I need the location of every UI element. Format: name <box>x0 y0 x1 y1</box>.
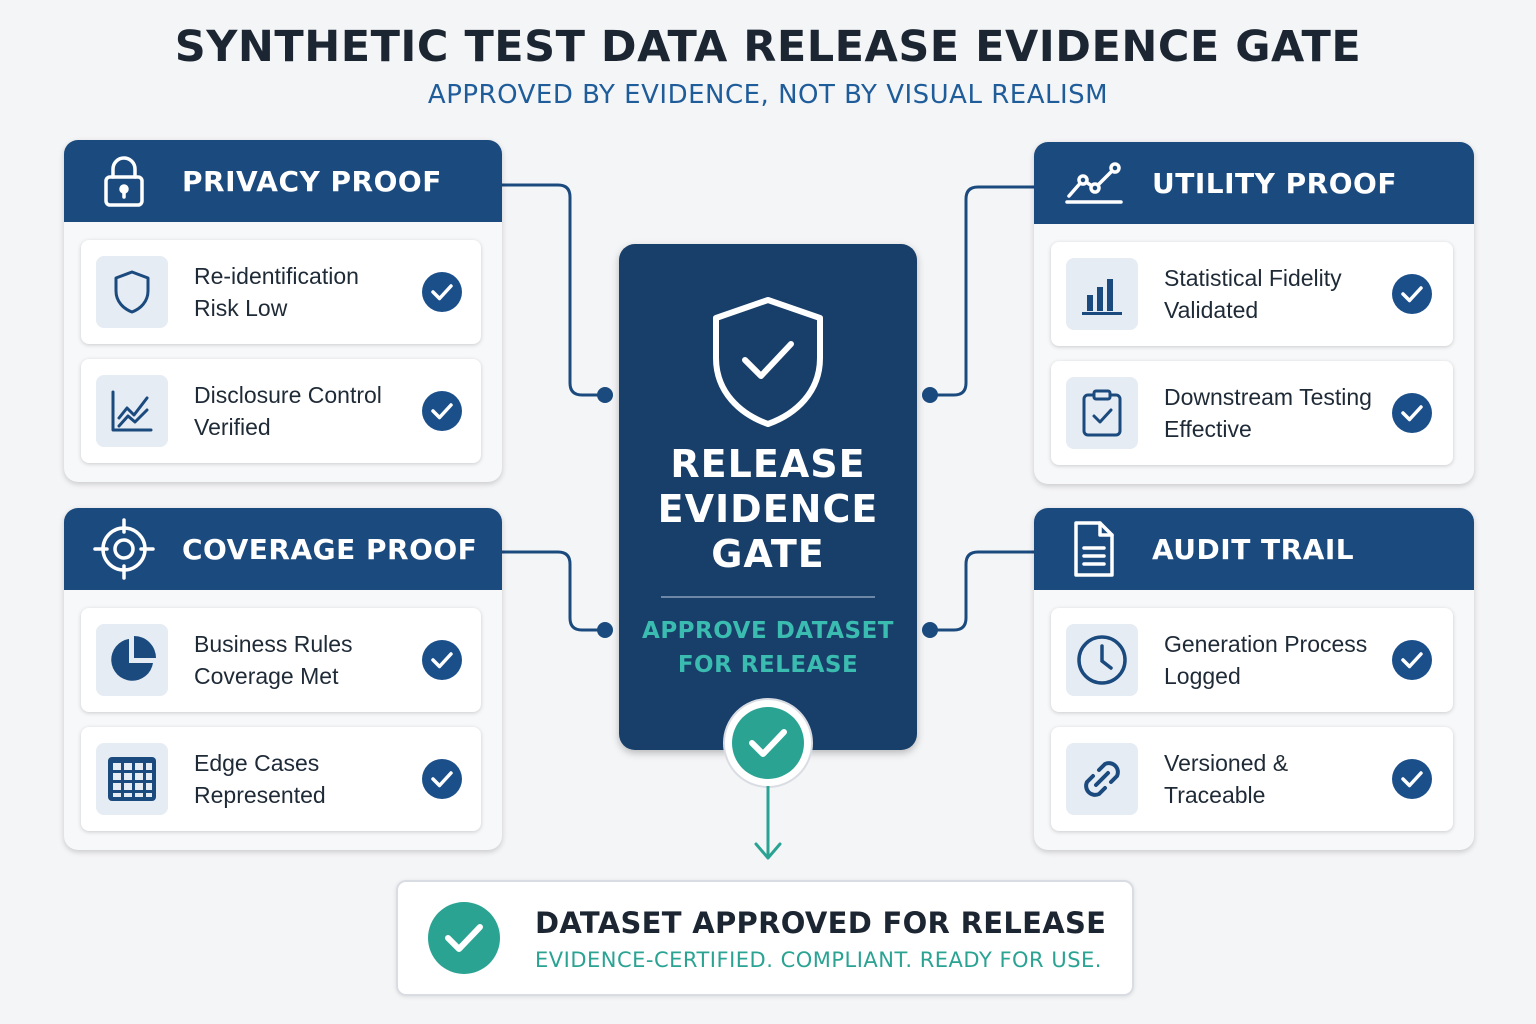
clipboard-check-icon <box>1066 377 1138 449</box>
pie-chart-icon <box>96 624 168 696</box>
grid-table-icon <box>96 743 168 815</box>
down-arrow-icon <box>754 786 782 860</box>
check-icon <box>422 759 462 799</box>
gate-action-line: FOR RELEASE <box>677 652 859 678</box>
check-icon <box>1392 759 1432 799</box>
check-icon <box>422 272 462 312</box>
gate-action-line: APPROVE DATASET <box>642 618 894 644</box>
item-label: Business Rules Coverage Met <box>194 631 353 689</box>
check-circle-icon <box>428 902 500 974</box>
coverage-item-business-rules: Business Rules Coverage Met <box>81 608 481 712</box>
gate-divider <box>661 596 875 598</box>
privacy-item-disclosure: Disclosure Control Verified <box>81 359 481 463</box>
page-title: SYNTHETIC TEST DATA RELEASE EVIDENCE GAT… <box>174 22 1362 72</box>
coverage-proof-panel: COVERAGE PROOF Business Rules Coverage M… <box>64 508 502 850</box>
utility-proof-title: UTILITY PROOF <box>1152 166 1397 200</box>
item-label: Re-identification Risk Low <box>194 263 359 321</box>
release-evidence-gate: RELEASE EVIDENCE GATE APPROVE DATASET FO… <box>619 244 917 750</box>
gate-title-line: RELEASE <box>670 442 866 486</box>
item-label: Versioned & Traceable <box>1164 750 1289 808</box>
bar-chart-icon <box>1066 258 1138 330</box>
coverage-item-edge-cases: Edge Cases Represented <box>81 727 481 831</box>
check-icon <box>1392 393 1432 433</box>
link-icon <box>1066 743 1138 815</box>
shield-icon <box>96 256 168 328</box>
utility-proof-panel: UTILITY PROOF Statistical Fidelity Valid… <box>1034 142 1474 484</box>
coverage-proof-header: COVERAGE PROOF <box>64 508 502 590</box>
check-icon <box>1392 274 1432 314</box>
privacy-proof-header: PRIVACY PROOF <box>64 140 502 222</box>
privacy-proof-panel: PRIVACY PROOF Re-identification Risk Low… <box>64 140 502 482</box>
check-icon <box>1392 640 1432 680</box>
privacy-item-reidentification: Re-identification Risk Low <box>81 240 481 344</box>
page-subtitle: APPROVED BY EVIDENCE, NOT BY VISUAL REAL… <box>427 80 1109 110</box>
item-label: Disclosure Control Verified <box>194 382 382 440</box>
document-icon <box>1062 517 1126 581</box>
coverage-proof-title: COVERAGE PROOF <box>182 532 478 566</box>
gate-action: APPROVE DATASET FOR RELEASE <box>619 614 917 682</box>
result-subtitle: EVIDENCE-CERTIFIED. COMPLIANT. READY FOR… <box>535 948 1102 972</box>
line-chart-icon <box>96 375 168 447</box>
shield-check-icon <box>713 297 823 427</box>
audit-trail-title: AUDIT TRAIL <box>1152 532 1355 566</box>
utility-item-statistical-fidelity: Statistical Fidelity Validated <box>1051 242 1453 346</box>
trend-line-icon <box>1062 151 1126 215</box>
audit-item-versioned-traceable: Versioned & Traceable <box>1051 727 1453 831</box>
check-icon <box>422 640 462 680</box>
clock-icon <box>1066 624 1138 696</box>
item-label: Statistical Fidelity Validated <box>1164 265 1342 323</box>
result-banner: DATASET APPROVED FOR RELEASE EVIDENCE-CE… <box>396 880 1134 996</box>
gate-approve-check-icon <box>723 698 813 788</box>
check-icon <box>422 391 462 431</box>
target-icon <box>92 517 156 581</box>
utility-proof-header: UTILITY PROOF <box>1034 142 1474 224</box>
item-label: Downstream Testing Effective <box>1164 384 1372 442</box>
privacy-proof-title: PRIVACY PROOF <box>182 164 442 198</box>
lock-icon <box>92 149 156 213</box>
item-label: Edge Cases Represented <box>194 750 326 808</box>
gate-title-line: EVIDENCE <box>657 487 879 531</box>
audit-trail-header: AUDIT TRAIL <box>1034 508 1474 590</box>
gate-title-line: GATE <box>711 532 825 576</box>
gate-title: RELEASE EVIDENCE GATE <box>619 442 917 577</box>
result-title: DATASET APPROVED FOR RELEASE <box>535 906 1107 940</box>
item-label: Generation Process Logged <box>1164 631 1368 689</box>
audit-item-generation-logged: Generation Process Logged <box>1051 608 1453 712</box>
audit-trail-panel: AUDIT TRAIL Generation Process Logged Ve… <box>1034 508 1474 850</box>
utility-item-downstream-testing: Downstream Testing Effective <box>1051 361 1453 465</box>
